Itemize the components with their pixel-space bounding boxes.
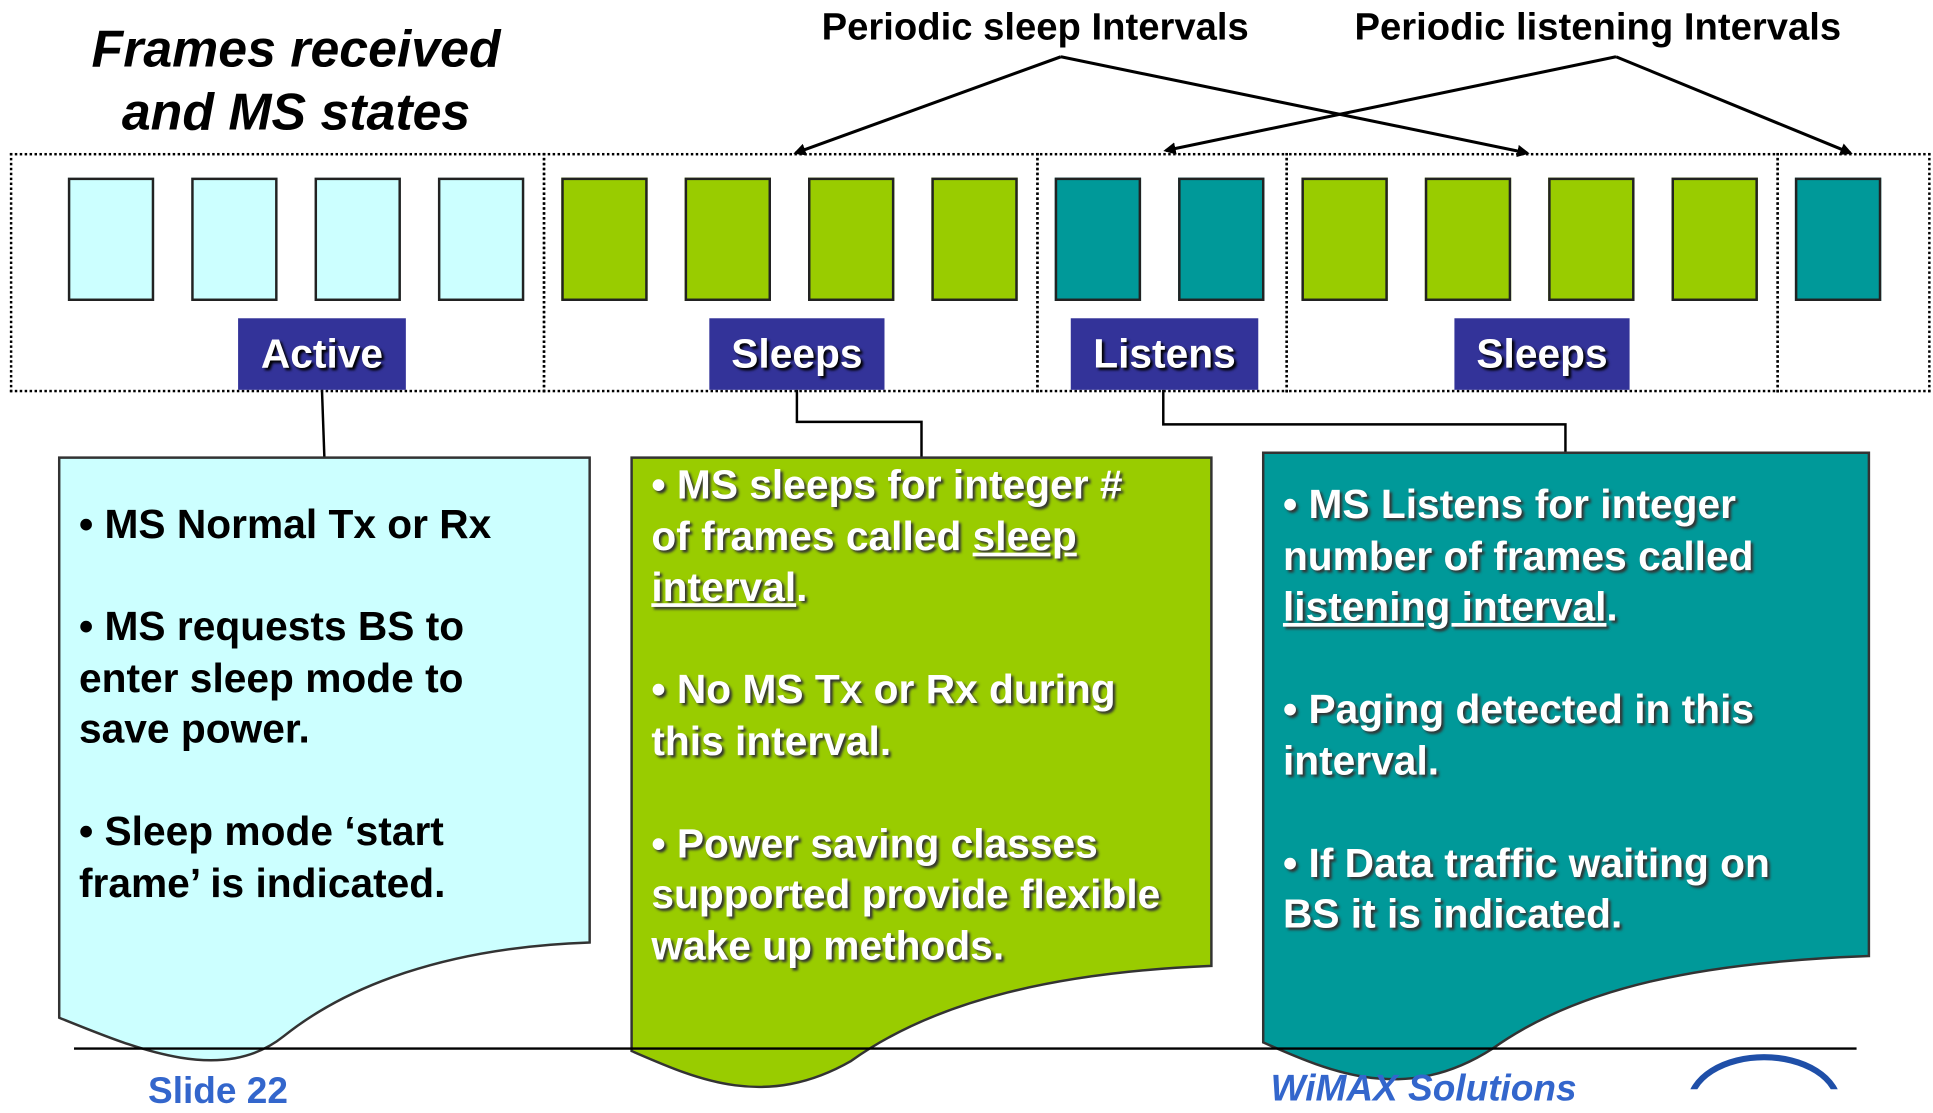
title-line-1: Frames received — [91, 19, 501, 78]
sleep-bullet-1: • MS sleeps for integer # of frames call… — [651, 461, 1123, 610]
listen-connector — [1162, 389, 1567, 456]
diagram-graphics — [57, 55, 1871, 1090]
listen-callout-box — [1261, 451, 1871, 1081]
frame-sleep — [931, 177, 1018, 301]
active-bullet-2: • MS requests BS to enter sleep mode to … — [78, 603, 465, 752]
active-bullet-3: • Sleep mode ‘start frame’ is indicated. — [78, 808, 446, 905]
state-label-sleeps: Sleeps — [709, 318, 885, 390]
sleep-bullet-3: • Power saving classes supported provide… — [651, 819, 1161, 968]
frame-active — [191, 177, 278, 301]
sleep-bullet-2: • No MS Tx or Rx during this interval. — [651, 666, 1116, 763]
listen-bullet-1: • MS Listens for integer number of frame… — [1282, 481, 1754, 630]
frame-listen — [1794, 177, 1882, 301]
active-connector — [320, 389, 326, 459]
sleep-interval-arrow — [1060, 55, 1530, 158]
listen-bullet-2: • Paging detected in this interval. — [1282, 685, 1755, 783]
listening-interval-arrow — [1163, 55, 1617, 155]
frame-active — [67, 177, 155, 301]
diagram-title: Frames received and MS states — [49, 17, 542, 143]
listening-interval-arrow — [1615, 55, 1853, 155]
sleep-callout-text: • MS sleeps for integer # of frames call… — [651, 459, 1160, 1022]
periodic-listening-intervals-label: Periodic listening Intervals — [1354, 4, 1842, 49]
listen-section-2 — [1776, 152, 1931, 393]
sleep-interval-arrow — [793, 55, 1062, 156]
frame-sleep — [684, 177, 771, 301]
active-callout-box — [57, 456, 591, 1062]
frame-listen — [1178, 177, 1265, 301]
frame-listen — [1054, 177, 1142, 301]
slide-number: Slide 22 — [148, 1070, 288, 1112]
frame-sleep — [1301, 177, 1388, 301]
frame-sleep — [1671, 177, 1758, 301]
state-label-listens: Listens — [1070, 318, 1259, 390]
periodic-sleep-intervals-label: Periodic sleep Intervals — [821, 4, 1249, 49]
listen-callout-text: • MS Listens for integer number of frame… — [1283, 479, 1770, 991]
frame-active — [314, 177, 401, 301]
frame-active — [437, 177, 525, 301]
state-label-sleeps: Sleeps — [1454, 318, 1630, 390]
frame-sleep — [808, 177, 895, 301]
logo-icon — [1690, 1054, 1838, 1090]
title-line-2: and MS states — [121, 82, 471, 141]
active-bullet-1: • MS Normal Tx or Rx — [78, 500, 492, 547]
state-label-active: Active — [238, 318, 406, 390]
sleep-connector — [795, 389, 923, 459]
frame-sleep — [1548, 177, 1635, 301]
listen-bullet-3: • If Data traffic waiting on BS it is in… — [1282, 839, 1770, 937]
active-callout-text: • MS Normal Tx or Rx • MS requests BS to… — [79, 498, 491, 959]
frame-sleep — [1424, 177, 1512, 301]
footer-brand: WiMAX Solutions — [1270, 1068, 1577, 1110]
frame-sleep — [561, 177, 648, 301]
